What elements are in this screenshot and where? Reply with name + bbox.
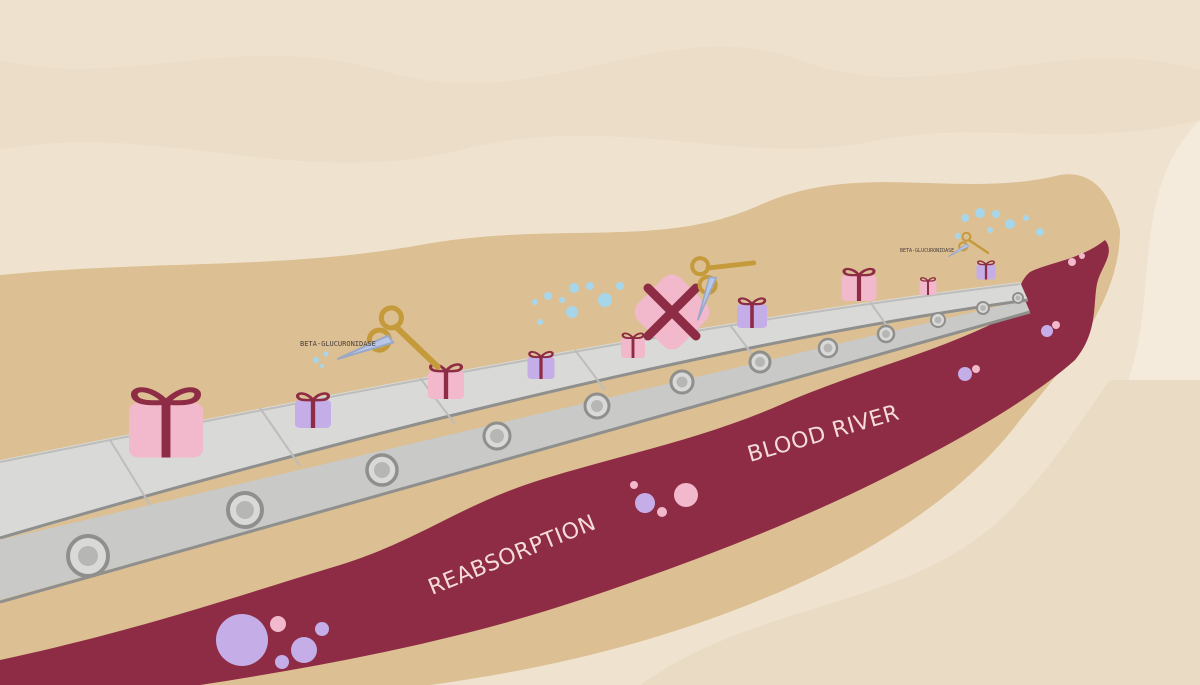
conveyor-surface — [0, 282, 1028, 540]
conveyor-rollers — [66, 292, 1024, 578]
belt-seams — [109, 301, 891, 506]
released-bubbles — [313, 208, 1044, 368]
blood-bubbles — [216, 253, 1085, 669]
gift-wrapped — [735, 297, 769, 330]
gift-wrapped — [619, 332, 647, 360]
enzyme-label: BETA-GLUCURONIDASE — [900, 248, 954, 254]
wave-lower — [640, 380, 1200, 685]
gift-releasing — [975, 260, 997, 281]
gift-cut-open — [634, 274, 710, 350]
gift-being-cut — [293, 391, 333, 430]
conveyor-side — [0, 300, 1030, 600]
gift-wrapped — [918, 276, 938, 296]
enzyme-label: BETA-GLUCURONIDASE — [300, 340, 376, 348]
gift-releasing — [526, 350, 556, 381]
wave-mid — [0, 0, 1200, 163]
gift-wrapped — [129, 390, 203, 458]
gift-wrapped — [839, 267, 879, 303]
blood-river — [0, 240, 1109, 685]
gift-wrapped — [426, 362, 466, 401]
